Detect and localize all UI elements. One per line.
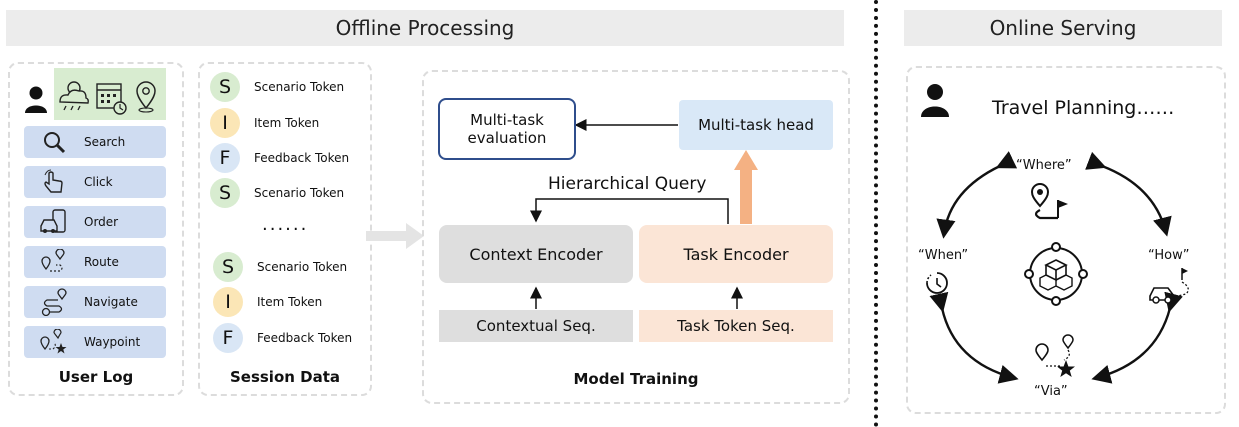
multi-task-head-label: Multi-task head — [698, 116, 814, 134]
token-label: Scenario Token — [254, 80, 345, 94]
feedback-token-badge: F — [210, 143, 240, 173]
route-icon — [24, 249, 84, 275]
log-item-navigate: Navigate — [24, 286, 166, 318]
online-serving-panel — [906, 66, 1226, 414]
log-item-search: Search — [24, 126, 166, 158]
scenario-token-badge: S — [213, 252, 243, 282]
token-row: F Feedback Token — [210, 143, 349, 173]
when-label: “When” — [918, 248, 969, 263]
multi-task-head-box: Multi-task head — [679, 100, 833, 150]
eval-line-2: evaluation — [467, 129, 547, 147]
how-label: “How” — [1148, 248, 1190, 263]
waypoint-icon — [24, 329, 84, 355]
token-label: Item Token — [254, 116, 320, 130]
item-token-badge: I — [213, 287, 243, 317]
token-row: F Feedback Token — [213, 323, 352, 353]
feedback-token-badge: F — [213, 323, 243, 353]
token-label: Scenario Token — [257, 260, 348, 274]
token-row: S Scenario Token — [213, 252, 347, 282]
context-icons-box — [54, 68, 166, 120]
travel-planning-title: Travel Planning…… — [992, 97, 1175, 119]
task-encoder-box: Task Encoder — [639, 225, 833, 283]
log-item-label: Order — [84, 215, 119, 229]
log-item-route: Route — [24, 246, 166, 278]
pointer-hand-icon — [24, 169, 84, 195]
token-label: Scenario Token — [254, 186, 345, 200]
phone-car-icon — [24, 208, 84, 236]
location-star-icon — [1034, 334, 1080, 380]
navigate-icon — [24, 288, 84, 316]
log-item-label: Waypoint — [84, 335, 141, 349]
online-header: Online Serving — [904, 10, 1222, 46]
session-data-panel — [198, 62, 372, 396]
model-training-panel — [422, 70, 850, 404]
token-ellipsis: ...... — [262, 214, 309, 235]
task-encoder-label: Task Encoder — [683, 244, 789, 264]
session-data-title: Session Data — [229, 368, 341, 386]
token-row: S Scenario Token — [210, 72, 344, 102]
contextual-seq-box: Contextual Seq. — [439, 310, 633, 342]
token-label: Item Token — [257, 295, 323, 309]
user-icon — [918, 82, 952, 118]
cycle-arrows — [929, 151, 1183, 384]
token-label: Feedback Token — [257, 331, 353, 345]
user-log-panel — [8, 62, 184, 396]
token-row: I Item Token — [213, 287, 322, 317]
contextual-seq-label: Contextual Seq. — [476, 317, 596, 335]
log-item-label: Navigate — [84, 295, 138, 309]
log-item-label: Search — [84, 135, 126, 149]
model-training-title: Model Training — [573, 370, 699, 388]
task-seq-label: Task Token Seq. — [677, 317, 795, 335]
via-label: “Via” — [1034, 384, 1068, 399]
scenario-token-badge: S — [210, 72, 240, 102]
hierarchical-query-label: Hierarchical Query — [546, 174, 709, 194]
search-icon — [24, 129, 84, 155]
log-item-order: Order — [24, 206, 166, 238]
log-item-label: Route — [84, 255, 119, 269]
log-item-label: Click — [84, 175, 113, 189]
where-label: “Where” — [1016, 158, 1072, 173]
scenario-token-badge: S — [210, 178, 240, 208]
car-route-icon — [1146, 266, 1196, 306]
section-divider — [874, 0, 878, 427]
token-label: Feedback Token — [254, 151, 350, 165]
token-row: S Scenario Token — [210, 178, 344, 208]
item-token-badge: I — [210, 108, 240, 138]
log-item-click: Click — [24, 166, 166, 198]
context-encoder-box: Context Encoder — [439, 225, 633, 283]
user-icon — [22, 84, 50, 114]
weather-calendar-location-icons — [59, 81, 156, 115]
token-row: I Item Token — [210, 108, 319, 138]
log-item-waypoint: Waypoint — [24, 326, 166, 358]
task-seq-box: Task Token Seq. — [639, 310, 833, 342]
online-header-label: Online Serving — [989, 16, 1137, 40]
multi-task-evaluation-box: Multi-task evaluation — [438, 98, 576, 160]
clock-icon — [924, 270, 950, 296]
location-flag-icon — [1028, 182, 1072, 222]
flow-arrow-gray — [366, 223, 424, 249]
context-encoder-label: Context Encoder — [469, 244, 603, 264]
eval-line-1: Multi-task — [470, 111, 544, 129]
cube-network-icon — [1022, 240, 1090, 308]
user-log-title: User Log — [58, 368, 134, 386]
offline-header-label: Offline Processing — [335, 16, 515, 40]
offline-header: Offline Processing — [6, 10, 844, 46]
